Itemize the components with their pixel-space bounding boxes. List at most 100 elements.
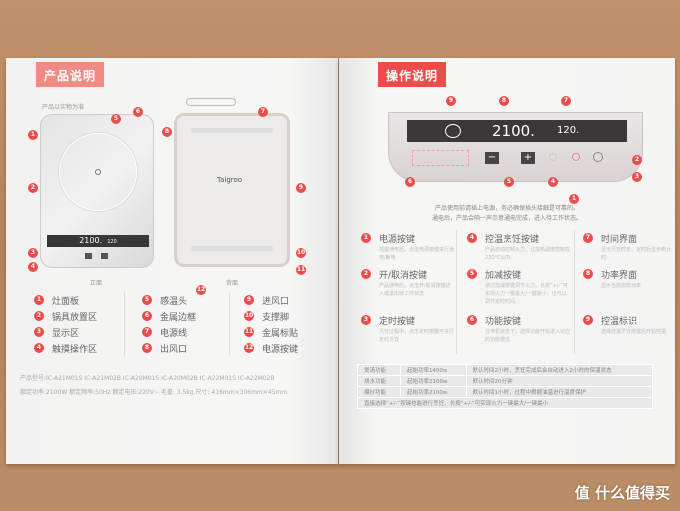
usage-intro: 产品使用前请插上电源，务必确保插头接触是可靠的。 通电后，产品会响一声示意通电完… bbox=[339, 204, 675, 224]
callout-3: 3 bbox=[28, 247, 38, 258]
legend-number: 11 bbox=[244, 327, 254, 337]
item-number: 4 bbox=[467, 233, 477, 243]
callout-10: 10 bbox=[296, 247, 306, 258]
cooktop-front-illustration: 2100. 120 bbox=[40, 114, 154, 268]
intro-line: 通电后，产品会响一声示意通电完成，进入待工作状态。 bbox=[431, 215, 582, 222]
callout-7: 7 bbox=[258, 106, 268, 117]
legend-label: 电源按键 bbox=[262, 344, 299, 355]
power-readout: 2100. bbox=[492, 122, 535, 140]
legend-label: 触摸操作区 bbox=[52, 344, 98, 355]
brand-logo: Taigroo bbox=[217, 176, 243, 184]
callout-6: 6 bbox=[133, 106, 143, 117]
front-display-time: 120 bbox=[107, 239, 117, 245]
legend-label: 锅具放置区 bbox=[52, 312, 98, 323]
item-desc: 通过加减按键调节火力，长按“+/-”可实现火力一键最大/一键最小，也可以调节定时… bbox=[485, 283, 568, 305]
legend-number: 2 bbox=[34, 311, 44, 321]
callout-1: 1 bbox=[28, 129, 38, 140]
legend-number: 3 bbox=[34, 327, 44, 337]
cookware-zone bbox=[59, 133, 137, 211]
front-display: 2100. 120 bbox=[47, 235, 149, 247]
divider bbox=[229, 292, 230, 356]
plus-button[interactable]: + bbox=[521, 152, 535, 164]
divider bbox=[124, 292, 125, 356]
cooktop-back-illustration: Taigroo bbox=[174, 113, 290, 267]
table-cell: 默认时间20分钟 bbox=[465, 375, 654, 387]
callout-5: 5 bbox=[504, 176, 514, 187]
item-title: 控温标识 bbox=[601, 316, 638, 327]
legend-label: 灶面板 bbox=[52, 296, 80, 307]
callout-8: 8 bbox=[162, 126, 172, 137]
temperature-sensor bbox=[95, 169, 101, 175]
table-cell: 起始功率2100w bbox=[399, 375, 467, 387]
item-desc: 产品自动控制火力，让加热温度控制在230℃以内 bbox=[485, 247, 571, 261]
table-cell: 烧水功能 bbox=[357, 375, 401, 387]
divider bbox=[456, 230, 457, 354]
item-number: 6 bbox=[467, 315, 477, 325]
callout-3: 3 bbox=[632, 171, 642, 182]
item-desc: 插座通电后，点击电源按键进行通电/断电 bbox=[379, 247, 455, 261]
legend-number: 9 bbox=[244, 295, 254, 305]
item-desc: 显示烹饪时长，定时后显示倒计时 bbox=[601, 247, 672, 261]
front-caption: 正面 bbox=[90, 280, 103, 287]
support-foot bbox=[191, 246, 273, 251]
front-plus-key bbox=[101, 253, 108, 259]
legend-number: 4 bbox=[34, 343, 44, 353]
callout-6: 6 bbox=[405, 176, 415, 187]
callout-2: 2 bbox=[28, 182, 38, 193]
power-cord bbox=[186, 98, 236, 106]
item-number: 1 bbox=[361, 233, 371, 243]
divider bbox=[574, 230, 575, 354]
minus-button[interactable]: − bbox=[485, 152, 499, 164]
item-number: 5 bbox=[467, 269, 477, 279]
callout-2: 2 bbox=[632, 154, 642, 165]
control-panel-illustration: 2100. 120. − + bbox=[388, 112, 643, 182]
callout-12: 12 bbox=[196, 284, 206, 295]
item-number: 2 bbox=[361, 269, 371, 279]
item-number: 9 bbox=[583, 315, 593, 325]
item-title: 时间界面 bbox=[601, 234, 638, 245]
product-note: 产品以实物为准 bbox=[42, 104, 85, 111]
intro-line: 产品使用前请插上电源，务必确保插头接触是可靠的。 bbox=[434, 205, 579, 212]
legend-number: 6 bbox=[142, 311, 152, 321]
item-title: 功能按键 bbox=[485, 316, 522, 327]
legend-number: 1 bbox=[34, 295, 44, 305]
legend-label: 感温头 bbox=[160, 296, 188, 307]
item-number: 3 bbox=[361, 315, 371, 325]
item-desc: 选择控温烹饪按键后开始控温 bbox=[601, 329, 667, 335]
callout-1: 1 bbox=[569, 193, 579, 204]
legend-number: 5 bbox=[142, 295, 152, 305]
item-title: 功率界面 bbox=[601, 270, 638, 281]
legend-label: 金属边框 bbox=[160, 312, 197, 323]
legend-label: 出风口 bbox=[160, 344, 188, 355]
table-cell: 默认时间1小时，过程中根据油温进行温度保护 bbox=[465, 386, 654, 398]
support-foot bbox=[191, 128, 273, 133]
table-cell: 起始功率1400w bbox=[399, 364, 467, 376]
temp-cook-button[interactable] bbox=[549, 153, 557, 161]
legend-number: 12 bbox=[244, 343, 254, 353]
item-title: 电源按键 bbox=[379, 234, 416, 245]
legend-label: 支撑脚 bbox=[262, 312, 290, 323]
on-cancel-button[interactable] bbox=[593, 152, 603, 162]
legend-label: 金属标贴 bbox=[262, 328, 299, 339]
temperature-control-icon bbox=[445, 124, 461, 138]
legend-number: 8 bbox=[142, 343, 152, 353]
item-number: 7 bbox=[583, 233, 593, 243]
timer-button[interactable] bbox=[572, 153, 580, 161]
item-title: 定时按键 bbox=[379, 316, 416, 327]
left-page: 产品说明 产品以实物为准 2100. 120 正面 Taigroo 背面 1 2… bbox=[6, 58, 338, 464]
function-keys-group[interactable] bbox=[412, 150, 469, 166]
item-number: 8 bbox=[583, 269, 593, 279]
table-footer: 直接选择“+/-”按键也能进行烹饪，长按“+/-”可实现火力一键最大/一键最小 bbox=[357, 397, 653, 409]
time-readout: 120. bbox=[557, 125, 580, 136]
callout-8: 8 bbox=[499, 95, 509, 106]
back-caption: 背面 bbox=[226, 280, 239, 287]
section-header-operation: 操作说明 bbox=[378, 62, 447, 87]
callout-4: 4 bbox=[548, 176, 558, 187]
right-page: 操作说明 2100. 120. − + 9 8 7 2 3 6 5 4 1 产品… bbox=[339, 58, 675, 464]
callout-9: 9 bbox=[446, 95, 456, 106]
rated-specs: 额定功率:2100W 额定频率:50Hz 额定电压:220V~ 毛重: 3.5k… bbox=[20, 389, 288, 396]
table-row: 直接选择“+/-”按键也能进行烹饪，长按“+/-”可实现火力一键最大/一键最小 bbox=[357, 397, 653, 409]
legend-label: 进风口 bbox=[262, 296, 290, 307]
